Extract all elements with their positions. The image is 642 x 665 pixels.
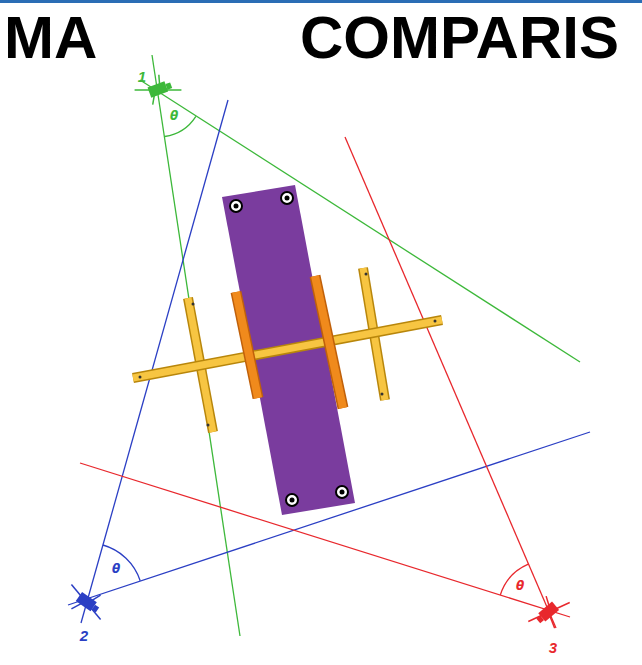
- frame-bar: [133, 320, 442, 378]
- heading-word: COMPARIS: [300, 8, 619, 68]
- camera-number: 1: [138, 69, 146, 84]
- sight-line: [140, 80, 580, 362]
- camera-number: 3: [549, 640, 557, 655]
- camera-number: 2: [80, 628, 88, 643]
- sight-line: [152, 55, 240, 636]
- camera-symbol: [133, 69, 183, 108]
- clamp-bar: [315, 276, 343, 408]
- angle-label: θ: [169, 110, 179, 122]
- camera-symbol: [60, 578, 112, 626]
- angle-arc: [103, 545, 140, 581]
- sight-line: [345, 137, 556, 628]
- camera-symbol: [523, 587, 576, 638]
- angle-label: θ: [111, 563, 121, 575]
- angle-arc: [500, 564, 528, 595]
- heading-word: MA: [4, 8, 97, 68]
- clamp-bar: [236, 292, 258, 398]
- angle-label: θ: [515, 580, 525, 592]
- top-rule: [0, 0, 642, 3]
